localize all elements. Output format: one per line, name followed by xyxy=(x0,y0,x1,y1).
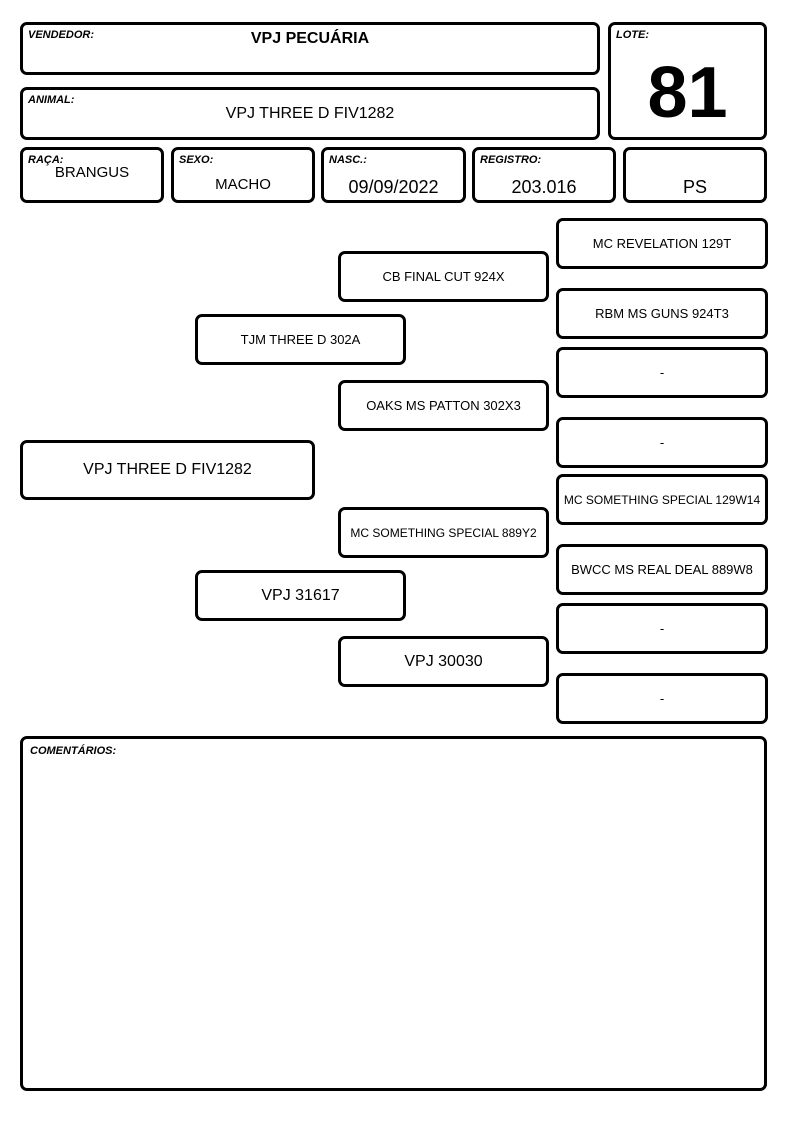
sexo-box: SEXO: MACHO xyxy=(171,147,315,203)
vendedor-value: VPJ PECUÁRIA xyxy=(250,30,370,47)
pedigree-dam: VPJ 31617 xyxy=(195,570,406,621)
pedigree-ggp-6: BWCC MS REAL DEAL 889W8 xyxy=(556,544,768,595)
animal-label: ANIMAL: xyxy=(28,94,75,106)
pedigree-ggp-8: - xyxy=(556,673,768,724)
raca-value: BRANGUS xyxy=(54,164,130,181)
sexo-value: MACHO xyxy=(215,176,271,193)
pedigree-ggp-1: MC REVELATION 129T xyxy=(556,218,768,269)
registro-value: 203.016 xyxy=(511,177,577,197)
tipo-box: PS xyxy=(623,147,767,203)
tipo-value: PS xyxy=(682,177,707,197)
pedigree-dam-dam: VPJ 30030 xyxy=(338,636,549,687)
pedigree-dam-sire: MC SOMETHING SPECIAL 889Y2 xyxy=(338,507,549,558)
pedigree-ggp-2: RBM MS GUNS 924T3 xyxy=(556,288,768,339)
animal-value: VPJ THREE D FIV1282 xyxy=(225,105,395,122)
pedigree-animal: VPJ THREE D FIV1282 xyxy=(20,440,315,500)
raca-label: RAÇA: xyxy=(28,154,64,166)
raca-box: RAÇA: BRANGUS xyxy=(20,147,164,203)
comments-box: COMENTÁRIOS: xyxy=(20,736,767,1091)
pedigree-ggp-5: MC SOMETHING SPECIAL 129W14 xyxy=(556,474,768,525)
nasc-box: NASC.: 09/09/2022 xyxy=(321,147,466,203)
sexo-label: SEXO: xyxy=(179,154,214,166)
animal-box: ANIMAL: VPJ THREE D FIV1282 xyxy=(20,87,600,140)
pedigree-ggp-3: - xyxy=(556,347,768,398)
nasc-value: 09/09/2022 xyxy=(348,177,439,197)
lote-label: LOTE: xyxy=(616,29,649,41)
lote-number: 81 xyxy=(647,53,728,133)
nasc-label: NASC.: xyxy=(329,154,367,166)
registro-box: REGISTRO: 203.016 xyxy=(472,147,616,203)
pedigree-ggp-4: - xyxy=(556,417,768,468)
pedigree-sire-sire: CB FINAL CUT 924X xyxy=(338,251,549,302)
registro-label: REGISTRO: xyxy=(480,154,542,166)
comments-label: COMENTÁRIOS: xyxy=(30,745,117,757)
pedigree-ggp-7: - xyxy=(556,603,768,654)
vendedor-label: VENDEDOR: xyxy=(28,29,95,41)
vendedor-box: VENDEDOR: VPJ PECUÁRIA xyxy=(20,22,600,75)
lote-box: LOTE: 81 xyxy=(608,22,767,140)
pedigree-sire: TJM THREE D 302A xyxy=(195,314,406,365)
pedigree-sire-dam: OAKS MS PATTON 302X3 xyxy=(338,380,549,431)
